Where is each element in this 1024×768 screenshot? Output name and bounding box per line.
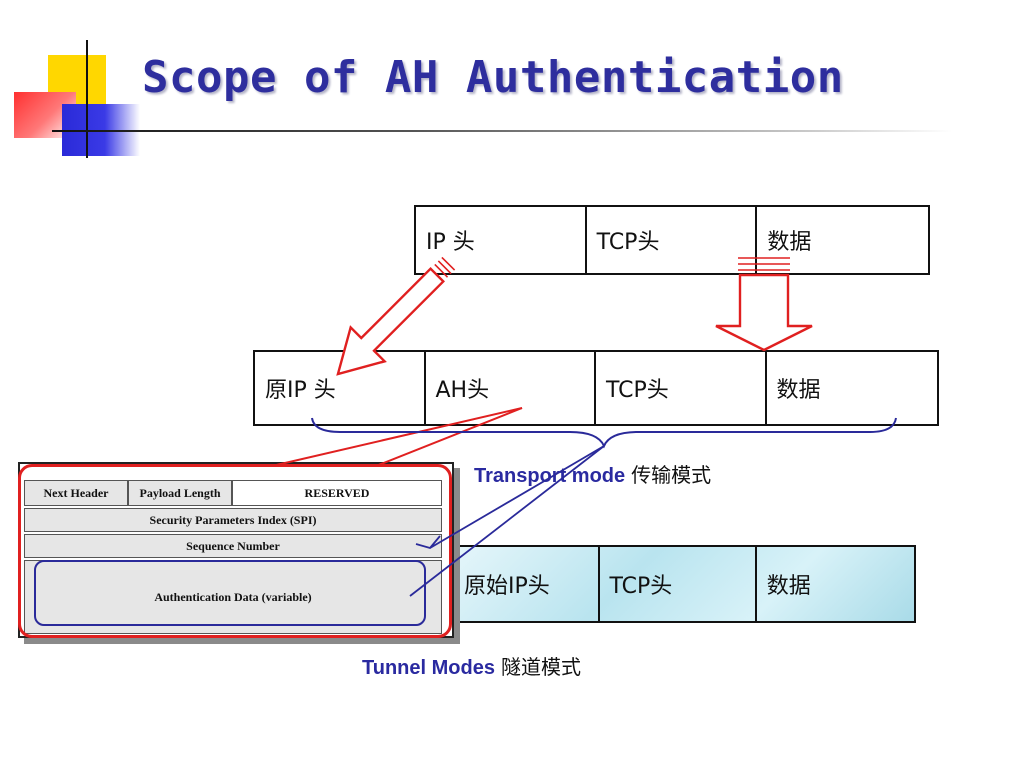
- original-data-cell: 数据: [767, 230, 812, 255]
- original-packet: IP 头 TCP头 数据: [414, 205, 930, 275]
- transport-ip-header-cell: 原IP 头: [255, 352, 426, 424]
- tunnel-mode-text: Tunnel Modes: [362, 657, 495, 679]
- title-underline: [52, 130, 952, 132]
- authentication-data-field: Authentication Data (variable): [24, 560, 442, 634]
- transport-mode-zh: 传输模式: [631, 465, 712, 487]
- tunnel-data-cell: 数据: [766, 574, 811, 599]
- transport-mode-text: Transport mode: [474, 465, 626, 487]
- tunnel-tcp-header-cell: TCP头: [600, 547, 757, 621]
- red-connector-line-1: [271, 407, 523, 467]
- tunnel-packet: 原始IP头 TCP头 数据: [440, 545, 916, 623]
- tunnel-mode-zh: 隧道模式: [500, 657, 581, 679]
- blue-connector-line-1: [415, 445, 605, 550]
- spi-field: Security Parameters Index (SPI): [24, 508, 442, 532]
- ah-blue-outline: [34, 560, 426, 626]
- blue-connector-line-2: [409, 445, 605, 597]
- tunnel-ip-header-cell: 原始IP头: [442, 547, 600, 621]
- payload-length-field: Payload Length: [128, 480, 232, 506]
- reserved-field: RESERVED: [232, 480, 442, 506]
- ah-header-format: Next Header Payload Length RESERVED Secu…: [18, 462, 454, 638]
- transport-tcp-header-cell: TCP头: [596, 352, 767, 424]
- slide-title: Scope of AH Authentication: [142, 52, 844, 103]
- red-diagonal-arrow: [336, 256, 456, 376]
- transport-ah-header-cell: AH头: [426, 352, 596, 424]
- ah-red-outline: [18, 464, 452, 638]
- sequence-number-field: Sequence Number: [24, 534, 442, 558]
- red-connector-line-2: [375, 407, 523, 467]
- original-ip-header-cell: IP 头: [416, 207, 587, 273]
- original-tcp-header-cell: TCP头: [587, 207, 758, 273]
- transport-data-cell: 数据: [776, 378, 821, 403]
- next-header-field: Next Header: [24, 480, 128, 506]
- transport-scope-brace: [311, 417, 897, 449]
- red-down-arrow: [715, 257, 813, 352]
- title-vertical-rule: [86, 40, 88, 158]
